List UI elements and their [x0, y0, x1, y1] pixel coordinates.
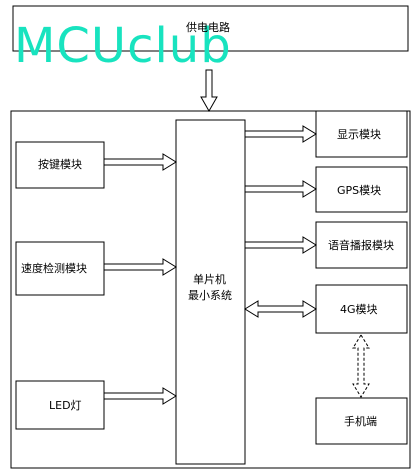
voice-module-label: 语音播报模块: [328, 239, 394, 252]
mcu-g4-bidirectional-arrow: [244, 300, 317, 318]
phone-label: 手机端: [344, 415, 377, 428]
mcu-to-gps-arrow: [244, 180, 317, 198]
key-to-mcu-arrow: [103, 153, 177, 171]
led-label: LED灯: [49, 399, 82, 412]
led-block: [15, 380, 105, 430]
speed-to-mcu-arrow: [103, 258, 177, 276]
g4-phone-dashed-arrow: [352, 334, 370, 398]
watermark-text: MCUclub: [14, 18, 232, 74]
mcu-label-line1: 单片机: [193, 273, 226, 286]
gps-module-label: GPS模块: [337, 184, 382, 197]
key-module-label: 按键模块: [38, 158, 82, 171]
system-frame: [10, 110, 411, 469]
power-block-label: 供电电路: [186, 21, 230, 34]
g4-module-block: [315, 284, 408, 334]
speed-module-label: 速度检测模块: [21, 262, 87, 275]
power-to-mcu-arrow: [200, 69, 218, 113]
speed-module-block: [15, 241, 105, 296]
power-block: [12, 5, 409, 52]
led-to-mcu-arrow: [103, 387, 177, 405]
mcu-block: [175, 119, 246, 465]
mcu-label-line2: 最小系统: [188, 289, 232, 302]
mcu-to-display-arrow: [244, 125, 317, 143]
phone-block: [315, 397, 408, 445]
display-module-label: 显示模块: [337, 128, 381, 141]
mcu-to-voice-arrow: [244, 236, 317, 254]
g4-module-label: 4G模块: [340, 303, 378, 316]
